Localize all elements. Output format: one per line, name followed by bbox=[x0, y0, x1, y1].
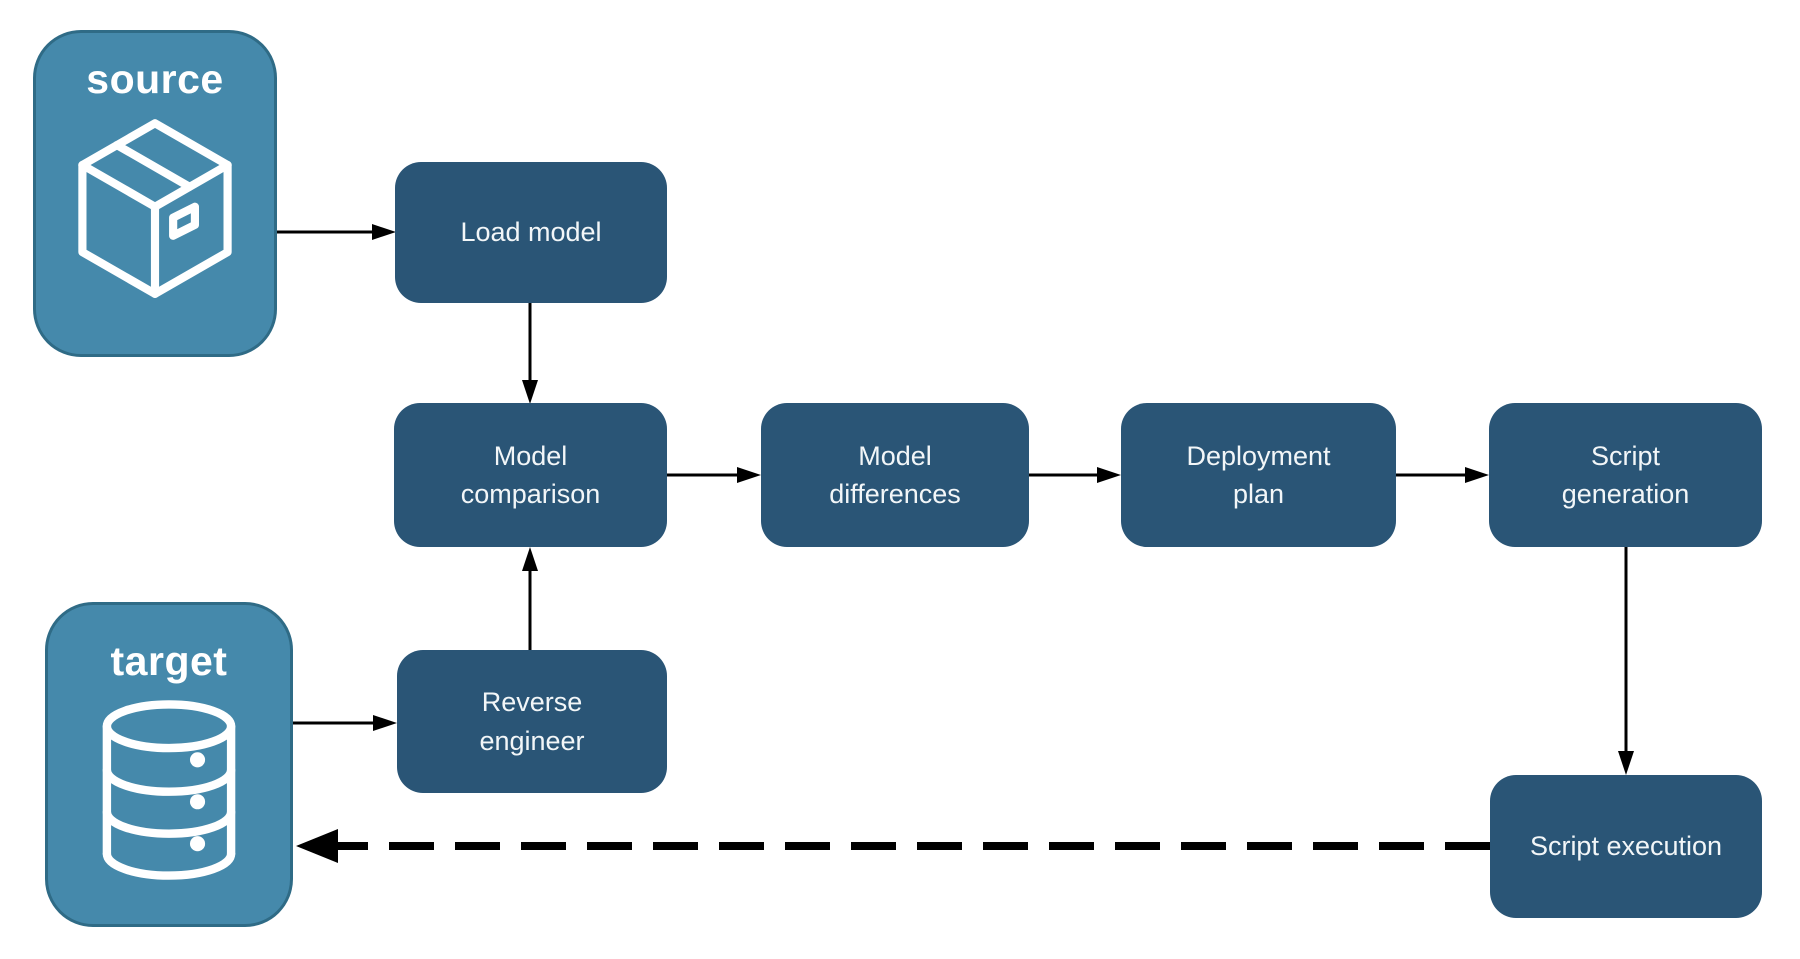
node-label: Script generation bbox=[1561, 440, 1690, 509]
endpoint-source: source bbox=[33, 30, 277, 357]
arrow-deployment-plan-to-script-generation bbox=[1396, 467, 1489, 483]
node-label: Load model bbox=[460, 217, 602, 248]
arrow-script-generation-to-script-execution bbox=[1618, 547, 1634, 775]
arrow-reverse-engineer-to-model-comparison bbox=[522, 547, 538, 650]
arrow-model-comparison-to-model-differences bbox=[667, 467, 761, 483]
arrow-model-differences-to-deployment-plan bbox=[1029, 467, 1121, 483]
node-model-comparison: Model comparison bbox=[394, 403, 667, 547]
source-label: source bbox=[86, 56, 224, 102]
node-load-model: Load model bbox=[395, 162, 667, 303]
node-label: Model comparison bbox=[460, 440, 601, 509]
arrow-script-execution-to-target-dashed bbox=[296, 829, 1490, 863]
node-model-differences: Model differences bbox=[761, 403, 1029, 547]
node-script-execution: Script execution bbox=[1490, 775, 1762, 918]
arrow-target-to-reverse-engineer bbox=[293, 715, 397, 731]
node-label: Deployment plan bbox=[1186, 440, 1331, 509]
node-script-generation: Script generation bbox=[1489, 403, 1762, 547]
endpoint-target: target bbox=[45, 602, 293, 927]
arrow-load-model-to-model-comparison bbox=[522, 303, 538, 404]
arrow-source-to-load-model bbox=[277, 224, 396, 240]
node-label: Script execution bbox=[1529, 831, 1723, 862]
node-label: Reverse engineer bbox=[479, 687, 585, 756]
node-label: Model differences bbox=[829, 440, 961, 509]
target-label: target bbox=[110, 638, 228, 684]
node-deployment-plan: Deployment plan bbox=[1121, 403, 1396, 547]
node-reverse-engineer: Reverse engineer bbox=[397, 650, 667, 793]
database-icon bbox=[102, 700, 236, 880]
package-icon bbox=[78, 119, 232, 298]
